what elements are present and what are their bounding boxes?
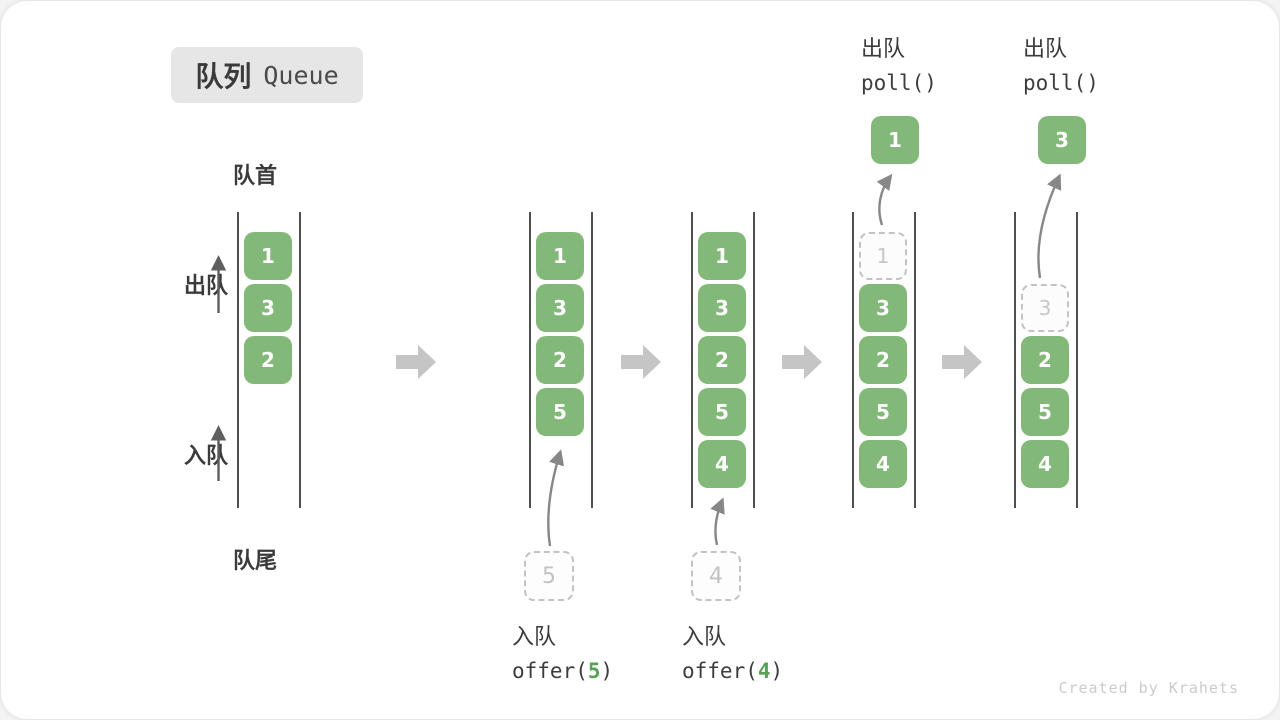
flow-arrow-icon — [621, 345, 661, 379]
op-label-zh: 出队 — [1023, 36, 1068, 61]
op-label-code: poll() — [1023, 71, 1099, 95]
op-label-zh: 入队 — [512, 624, 557, 649]
pending-item: 5 — [524, 551, 574, 601]
dequeue-3-arrow-icon — [1037, 173, 1062, 279]
label-queue-front: 队首 — [233, 163, 278, 188]
queue-item: 2 — [1021, 336, 1069, 384]
queue-item: 3 — [698, 284, 746, 332]
title-en: Queue — [263, 60, 339, 90]
queue-right-wall — [914, 212, 916, 508]
queue-left-wall — [852, 212, 854, 508]
queue-item: 3 — [244, 284, 292, 332]
op-arg: 4 — [757, 659, 771, 683]
popped-item: 1 — [871, 116, 919, 164]
queue-item: 2 — [244, 336, 292, 384]
enqueue-5-arrow-icon — [547, 449, 565, 547]
queue-item: 4 — [859, 440, 907, 488]
queue-right-wall — [1076, 212, 1078, 508]
queue-item: 3 — [536, 284, 584, 332]
op-label-code: offer(5) — [512, 659, 614, 683]
queue-item: 5 — [1021, 388, 1069, 436]
queue-item: 3 — [859, 284, 907, 332]
op-label-zh: 入队 — [682, 624, 727, 649]
op-arg: 5 — [587, 659, 601, 683]
queue-item: 1 — [536, 232, 584, 280]
queue-item-ghost: 1 — [859, 232, 907, 280]
flow-arrow-icon — [782, 345, 822, 379]
enqueue-4-arrow-icon — [710, 497, 725, 546]
op-label-code: poll() — [861, 71, 937, 95]
queue-item: 5 — [859, 388, 907, 436]
queue-left-wall — [691, 212, 693, 508]
popped-item: 3 — [1038, 116, 1086, 164]
queue-left-wall — [237, 212, 239, 508]
queue-item: 5 — [698, 388, 746, 436]
queue-item: 1 — [244, 232, 292, 280]
op-label-zh: 出队 — [861, 36, 906, 61]
op-label-enqueue: 入队 offer(4) — [682, 619, 783, 683]
queue-left-wall — [1014, 212, 1016, 508]
queue-item: 5 — [536, 388, 584, 436]
queue-item: 4 — [1021, 440, 1069, 488]
watermark: Created by Krahets — [1058, 679, 1239, 697]
op-label-enqueue: 入队 offer(5) — [512, 619, 613, 683]
op-label-dequeue: 出队 poll() — [1023, 31, 1099, 95]
queue-item: 1 — [698, 232, 746, 280]
diagram-title-chip: 队列 Queue — [171, 47, 363, 103]
queue-right-wall — [753, 212, 755, 508]
queue-item: 4 — [698, 440, 746, 488]
label-queue-rear: 队尾 — [233, 548, 278, 573]
op-label-code: offer(4) — [682, 659, 784, 683]
flow-arrow-icon — [396, 345, 436, 379]
queue-right-wall — [591, 212, 593, 508]
dequeue-1-arrow-icon — [876, 173, 893, 226]
flow-arrow-icon — [942, 345, 982, 379]
queue-item: 2 — [859, 336, 907, 384]
title-zh: 队列 — [195, 61, 252, 92]
queue-item: 2 — [536, 336, 584, 384]
op-label-dequeue: 出队 poll() — [861, 31, 937, 95]
label-dequeue-side: 出队 — [184, 273, 229, 298]
pending-item: 4 — [691, 551, 741, 601]
label-enqueue-side: 入队 — [184, 443, 229, 468]
queue-left-wall — [529, 212, 531, 508]
queue-item: 2 — [698, 336, 746, 384]
queue-item-ghost: 3 — [1021, 284, 1069, 332]
queue-right-wall — [299, 212, 301, 508]
